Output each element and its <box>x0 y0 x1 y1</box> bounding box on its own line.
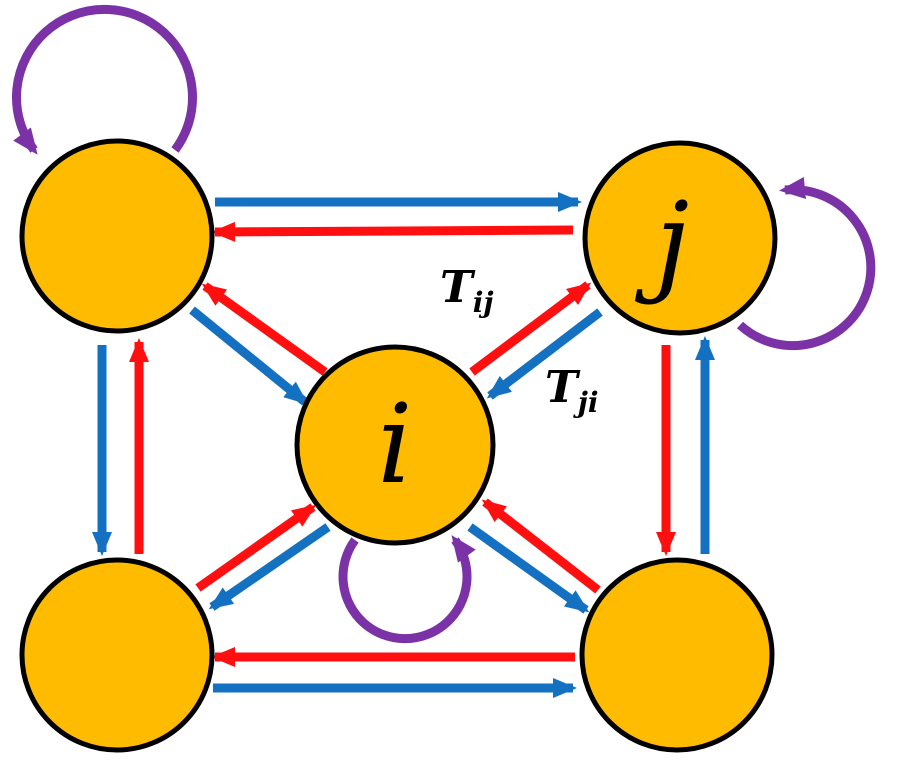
edge-center-to-top-right <box>469 281 592 376</box>
node-center: i <box>294 344 496 546</box>
self-loop-top-left <box>12 4 197 155</box>
edge-center-to-bottom-right <box>467 523 590 614</box>
self-loop-center <box>338 535 476 644</box>
self-loop-top-right <box>736 177 876 351</box>
node-top-right: j <box>582 140 778 336</box>
node-top-left <box>19 138 215 334</box>
edge-top-left-to-center <box>189 306 309 406</box>
edge-label-t-ij: Tij <box>440 262 494 319</box>
node-bottom-left <box>19 557 215 753</box>
edge-bottom-right-to-center <box>481 498 601 594</box>
edge-bottom-left-to-center <box>195 503 317 592</box>
edge-label-t-ji: Tji <box>545 362 599 419</box>
node-bottom-right <box>579 557 775 753</box>
edge-center-to-bottom-left <box>208 523 331 611</box>
edge-top-right-to-top-left <box>211 221 574 242</box>
edge-top-right-to-center <box>486 308 603 400</box>
node-label-i: i <box>377 380 412 508</box>
edge-center-to-top-left <box>201 282 328 376</box>
